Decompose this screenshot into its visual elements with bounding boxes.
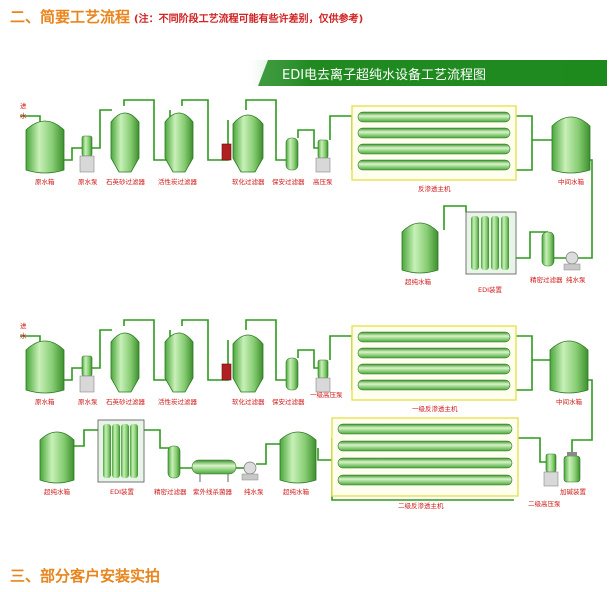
precision-filter bbox=[541, 231, 555, 267]
label-carbon-filter: 活性炭过滤器 bbox=[158, 177, 198, 186]
second-stage-ro-bank bbox=[331, 417, 519, 497]
label-raw-pump-2: 原水泵 bbox=[78, 397, 98, 406]
pure-water-pump bbox=[563, 251, 581, 271]
section-note: (注：不同阶段工艺流程可能有些许差别，仅供参考) bbox=[134, 14, 364, 25]
raw-water-pump-2 bbox=[79, 355, 95, 393]
raw-water-pump bbox=[79, 135, 95, 173]
label-uv: 紫外线杀菌器 bbox=[193, 487, 233, 496]
label-ro-unit: 反渗透主机 bbox=[418, 184, 451, 193]
ultra-pure-tank-right bbox=[279, 431, 317, 484]
label-raw-tank-2: 原水箱 bbox=[35, 397, 55, 406]
label-hp-pump1: 一级高压泵 bbox=[310, 390, 343, 399]
softener-filter-2 bbox=[221, 334, 264, 393]
carbon-filter-2 bbox=[164, 332, 194, 393]
precision-filter-2 bbox=[167, 445, 181, 479]
diagram-title: EDI电去离子超纯水设备工艺流程图 bbox=[282, 67, 486, 83]
label-ultra-tank-right: 超纯水箱 bbox=[283, 487, 310, 496]
label-security-filter: 保安过滤器 bbox=[272, 177, 305, 186]
first-stage-ro-bank bbox=[351, 325, 517, 401]
process-2: 进 水 原水箱 原水泵 石英砂过滤器 活性炭过滤器 软化过滤器 保安过滤器 bbox=[20, 319, 593, 510]
high-pressure-pump bbox=[315, 139, 331, 173]
edi-device-2 bbox=[97, 419, 145, 483]
inlet-label-2a: 进 bbox=[20, 322, 27, 330]
section-title-photos: 三、部分客户安装实拍 bbox=[10, 567, 161, 585]
label-softener: 软化过滤器 bbox=[232, 177, 265, 186]
label-mid-tank-2: 中间水箱 bbox=[556, 397, 583, 406]
section-title: 二、简要工艺流程 bbox=[10, 8, 131, 26]
diagram-banner: EDI电去离子超纯水设备工艺流程图 bbox=[245, 60, 607, 86]
label-edi-2: EDI装置 bbox=[110, 487, 135, 496]
raw-water-tank bbox=[25, 120, 65, 174]
pure-water-pump-2 bbox=[241, 461, 259, 481]
carbon-filter bbox=[164, 112, 194, 173]
softener-filter bbox=[221, 114, 264, 173]
quartz-sand-filter-2 bbox=[110, 332, 140, 393]
section-heading-photos: 三、部分客户安装实拍 bbox=[10, 565, 160, 586]
security-filter bbox=[285, 137, 299, 171]
intermediate-tank-2 bbox=[549, 340, 589, 394]
label-pure-pump: 纯水泵 bbox=[566, 275, 586, 284]
label-raw-pump: 原水泵 bbox=[78, 177, 98, 186]
label-precision-filter-2: 精密过滤器 bbox=[154, 487, 187, 496]
label-ultra-tank-left: 超纯水箱 bbox=[44, 487, 71, 496]
alkali-dosing-unit bbox=[563, 452, 581, 483]
ultra-pure-tank-left bbox=[39, 431, 75, 484]
edi-device bbox=[465, 211, 517, 275]
inlet-label-1b: 水 bbox=[20, 111, 27, 120]
inlet-label-2b: 水 bbox=[20, 331, 27, 340]
raw-water-tank-2 bbox=[25, 340, 65, 394]
label-sand-filter-2: 石英砂过滤器 bbox=[106, 397, 146, 406]
uv-sterilizer bbox=[191, 459, 237, 482]
label-mid-tank: 中间水箱 bbox=[558, 177, 585, 186]
security-filter-2 bbox=[285, 357, 299, 391]
ro-membrane-bank bbox=[351, 105, 517, 181]
section-heading-process: 二、简要工艺流程(注：不同阶段工艺流程可能有些许差别，仅供参考) bbox=[10, 6, 363, 27]
intermediate-tank bbox=[551, 116, 591, 174]
second-stage-hp-pump bbox=[543, 453, 559, 487]
label-ultra-tank: 超纯水箱 bbox=[405, 277, 432, 286]
label-ro1: 一级反渗透主机 bbox=[412, 404, 458, 413]
label-sand-filter: 石英砂过滤器 bbox=[106, 177, 146, 186]
label-pure-pump-2: 纯水泵 bbox=[244, 487, 264, 496]
ultra-pure-tank bbox=[401, 222, 439, 274]
label-hp-pump2: 二级高压泵 bbox=[528, 499, 561, 508]
first-stage-hp-pump bbox=[315, 359, 331, 393]
label-raw-tank: 原水箱 bbox=[35, 177, 55, 186]
label-precision-filter: 精密过滤器 bbox=[530, 275, 563, 284]
label-edi: EDI装置 bbox=[478, 285, 503, 294]
label-security-filter-2: 保安过滤器 bbox=[272, 397, 305, 406]
inlet-label-1a: 进 bbox=[20, 102, 27, 110]
label-softener-2: 软化过滤器 bbox=[232, 397, 265, 406]
label-ro2: 二级反渗透主机 bbox=[398, 501, 444, 510]
quartz-sand-filter bbox=[110, 112, 140, 173]
label-carbon-filter-2: 活性炭过滤器 bbox=[158, 397, 198, 406]
label-alkali: 加碱装置 bbox=[560, 487, 587, 496]
process-1: 进 水 原水箱 原水泵 石英砂过滤器 活性炭过滤器 软化过滤器 bbox=[20, 99, 593, 294]
label-hp-pump: 高压泵 bbox=[313, 177, 333, 186]
